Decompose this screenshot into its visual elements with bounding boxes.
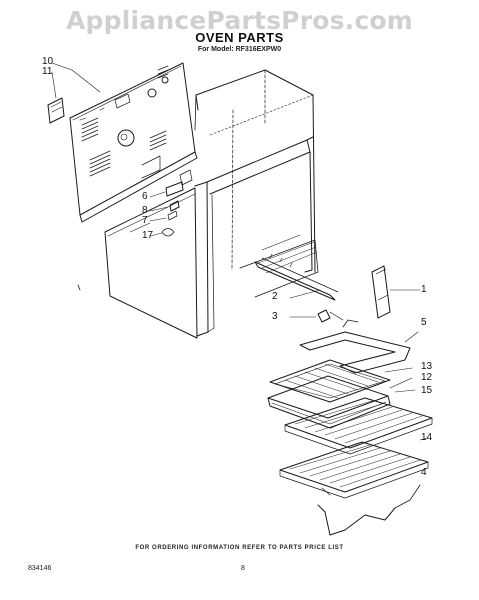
callout-5: 5 — [421, 317, 427, 328]
callout-11: 11 — [42, 66, 53, 77]
broiler-pan — [267, 359, 413, 429]
oven-rack-lower — [279, 437, 429, 499]
small-parts — [149, 181, 184, 237]
page-title: OVEN PARTS — [195, 30, 284, 45]
callout-15: 15 — [421, 385, 433, 396]
footer-note: FOR ORDERING INFORMATION REFER TO PARTS … — [135, 545, 344, 551]
callout-12: 12 — [421, 372, 433, 383]
callout-6: 6 — [142, 191, 148, 202]
bracket — [289, 309, 344, 323]
callout-17: 17 — [142, 230, 154, 241]
callout-1: 1 — [421, 284, 427, 295]
callout-10: 10 — [42, 56, 54, 67]
model-line: For Model: RF316EXPW0 — [197, 46, 282, 53]
oven-rack-upper — [284, 389, 433, 455]
callout-2: 2 — [272, 291, 278, 302]
broiler-element — [254, 253, 339, 301]
bake-element — [299, 319, 419, 374]
callout-13: 13 — [421, 361, 433, 372]
callout-14: 14 — [421, 432, 433, 443]
small-plate — [47, 97, 65, 124]
side-panel — [104, 187, 198, 339]
oven-frame — [194, 69, 319, 337]
callout-3: 3 — [272, 311, 278, 322]
rear-panel-part1 — [371, 265, 421, 319]
lower-element — [317, 484, 421, 536]
callout-7: 7 — [142, 215, 148, 226]
back-panel — [69, 62, 198, 223]
document-number: 834146 — [28, 565, 52, 572]
callout-4: 4 — [421, 467, 427, 478]
page-number: 8 — [241, 565, 245, 572]
watermark: AppliancePartsPros.com — [65, 6, 414, 35]
callout-8: 8 — [142, 205, 148, 216]
